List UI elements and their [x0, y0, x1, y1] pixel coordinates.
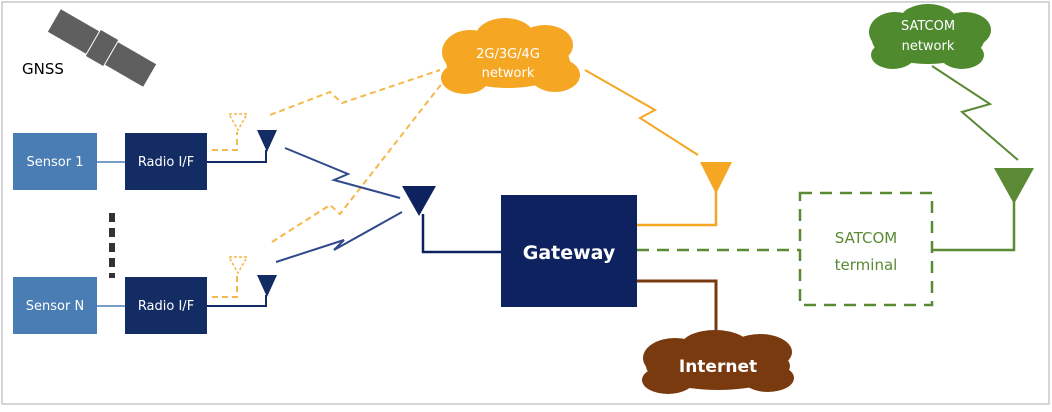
cellular-link-gateway: [584, 69, 699, 156]
sensor-1-label: Sensor 1: [27, 155, 84, 170]
internet-link: [637, 279, 718, 344]
satcom-antenna-icon: [994, 168, 1034, 204]
sensor-1-box: [13, 133, 97, 190]
internet-label: Internet: [679, 357, 757, 377]
sensor-n-box: [13, 277, 97, 334]
radio-if-n-box: [125, 277, 207, 334]
satcom-terminal-line1: SATCOM: [835, 229, 897, 247]
gnss-label: GNSS: [22, 60, 64, 78]
radio-if-1-label: Radio I/F: [138, 155, 194, 170]
radio-n-antenna-icon: [257, 275, 277, 297]
cellular-link-sensorN: [271, 81, 444, 243]
diagram-frame: [1, 1, 1050, 405]
gateway-box: [501, 195, 637, 307]
satcom-terminal-line2: terminal: [835, 256, 898, 274]
satellite-icon: [47, 9, 157, 87]
satcom-cloud-line2: network: [902, 39, 955, 54]
radio-if-1-box: [125, 133, 207, 190]
gateway-antenna-feed: [421, 214, 501, 254]
radio-links: [275, 147, 403, 263]
radio-1-antenna-feed: [207, 150, 267, 163]
sensorN-cell-antenna-icon: [227, 256, 249, 275]
cellular-cloud-line2: network: [482, 66, 535, 81]
satcom-network-cloud: [869, 4, 991, 69]
sensorN-cell-antenna-feed: [212, 275, 238, 298]
sensor-n-label: Sensor N: [26, 299, 84, 314]
satcom-link: [931, 65, 1019, 161]
radio-if-n-label: Radio I/F: [138, 299, 194, 314]
radio-link-sensor1: [284, 147, 401, 199]
radio-n-antenna-feed: [207, 295, 267, 307]
gateway-label: Gateway: [523, 242, 616, 264]
cellular-link-sensor1: [269, 69, 441, 116]
satcom-antenna-feed: [932, 200, 1016, 252]
sensor1-cell-antenna-feed: [212, 132, 238, 151]
satcom-terminal-box: [798, 191, 934, 307]
cellular-cloud-line1: 2G/3G/4G: [476, 47, 540, 62]
radio-link-sensorN: [275, 211, 403, 263]
radio-1-antenna-icon: [257, 130, 277, 152]
sensor1-cell-antenna-icon: [227, 113, 249, 132]
gateway-cell-feed: [637, 192, 718, 227]
cellular-network-cloud: [441, 18, 580, 94]
gateway-radio-antenna-icon: [402, 186, 436, 216]
internet-cloud: [642, 330, 794, 394]
gateway-cell-antenna-icon: [700, 162, 732, 194]
cellular-dashed-links: [212, 69, 444, 298]
satcom-cloud-line1: SATCOM: [901, 19, 955, 34]
